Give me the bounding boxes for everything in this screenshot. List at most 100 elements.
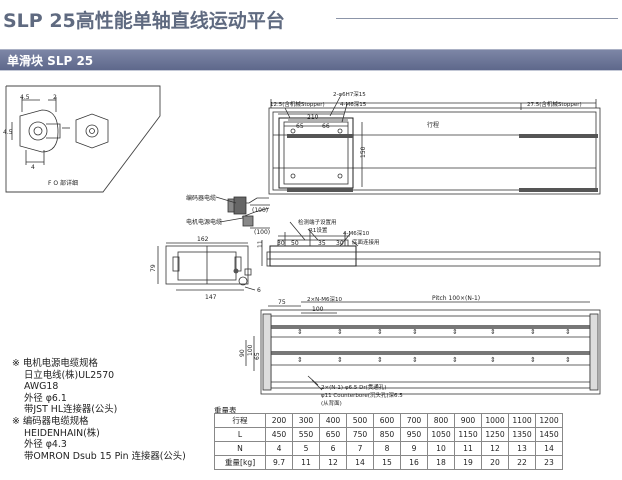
- dim-d: 4: [31, 164, 35, 171]
- svg-text:⇕: ⇕: [565, 356, 571, 364]
- table-cell: 1000: [481, 413, 509, 428]
- table-cell: 1250: [481, 427, 509, 442]
- motor-cable-title: ※ 电机电源电缆规格: [12, 358, 98, 369]
- stroke-label: 行程: [427, 121, 439, 129]
- encoder-cable-line: 带OMRON Dsub 15 Pin 连接器(公头): [24, 450, 186, 462]
- dim-a: 4.5: [20, 94, 30, 101]
- table-cell: 650: [319, 427, 347, 442]
- dim-30b: 30: [336, 240, 344, 247]
- dim-50: 50: [291, 240, 299, 247]
- holes-4-label: 4-M6深15: [340, 100, 367, 108]
- row-header: L: [214, 427, 266, 442]
- svg-text:⇕: ⇕: [452, 356, 458, 364]
- svg-text:⇕: ⇕: [530, 328, 536, 336]
- motor-cable-line: 带JST HL连接器(公头): [24, 404, 118, 416]
- motor-cable-line: AWG18: [24, 381, 59, 393]
- fix-label: 底面连接用: [352, 238, 380, 246]
- table-cell: 9: [400, 441, 428, 456]
- table-cell: 400: [319, 413, 347, 428]
- svg-text:⇕: ⇕: [530, 356, 536, 364]
- svg-text:⇕: ⇕: [297, 356, 303, 364]
- table-cell: 23: [535, 455, 563, 470]
- encoder-cable-title: ※ 编码器电缆规格: [12, 415, 89, 427]
- svg-text:⇕: ⇕: [490, 328, 496, 336]
- dim-147: 147: [205, 294, 217, 301]
- dim-c: 4.5: [3, 129, 13, 136]
- dim-100b: (100): [254, 229, 270, 236]
- table-cell: 1350: [508, 427, 536, 442]
- table-cell: 11: [292, 455, 320, 470]
- table-cell: 1150: [454, 427, 482, 442]
- base-hole-markers: ⇕ ⇕ ⇕ ⇕ ⇕ ⇕ ⇕ ⇕ ⇕ ⇕ ⇕ ⇕ ⇕ ⇕ ⇕ ⇕: [297, 328, 571, 364]
- section-underline: [0, 70, 622, 71]
- table-cell: 600: [373, 413, 401, 428]
- r1-label: R1设置: [309, 226, 328, 234]
- encoder-cable-line: HEIDENHAIN(株): [24, 427, 100, 439]
- row-header: N: [214, 441, 266, 456]
- table-cell: 850: [373, 427, 401, 442]
- table-cell: 550: [292, 427, 320, 442]
- dim-11: 11: [257, 240, 264, 248]
- svg-text:⇕: ⇕: [337, 356, 343, 364]
- section-header-bar: 单滑块 SLP 25: [0, 49, 622, 70]
- motor-cable-line: 外径 φ6.1: [24, 392, 67, 404]
- holes-2-label: 2-φ6H7深15: [333, 90, 366, 98]
- table-cell: 11: [454, 441, 482, 456]
- dim-30: 30: [277, 240, 285, 247]
- weight-table-title: 重量表: [214, 406, 237, 415]
- table-cell: 6: [319, 441, 347, 456]
- table-cell: 1050: [427, 427, 455, 442]
- detail-view: [5, 85, 161, 193]
- table-cell: 5: [292, 441, 320, 456]
- table-cell: 1200: [535, 413, 563, 428]
- table-cell: 450: [265, 427, 293, 442]
- dim-6: 6: [257, 287, 261, 294]
- table-cell: 12: [481, 441, 509, 456]
- encoder-cable-line: 外径 φ4.3: [24, 439, 67, 451]
- table-cell: 7: [346, 441, 374, 456]
- row-header: 重量[kg]: [214, 455, 266, 470]
- svg-text:⇕: ⇕: [412, 328, 418, 336]
- hole-note-1: 2×(N-1)-φ6.5 Dr(贯通孔): [321, 383, 386, 391]
- dim-65: 65: [296, 123, 304, 130]
- table-cell: 22: [508, 455, 536, 470]
- dim-100a: (100): [252, 207, 268, 214]
- motor-cable-label: 电机电源电缆: [186, 218, 222, 226]
- dim-65v: 65: [254, 352, 261, 360]
- table-cell: 200: [265, 413, 293, 428]
- stopper-right-label: 27.5(含机械Stopper): [527, 100, 582, 108]
- dim-210: 210: [307, 114, 319, 121]
- dim-100: 100: [312, 306, 324, 313]
- encoder-cable-label: 编码器电缆: [186, 194, 216, 202]
- stopper-left-label: 12.5(含机械Stopper): [270, 100, 325, 108]
- dim-150: 150: [360, 146, 367, 158]
- svg-text:⇕: ⇕: [377, 328, 383, 336]
- svg-text:⇕: ⇕: [412, 356, 418, 364]
- motor-cable-line: 日立电线(株)UL2570: [24, 369, 115, 381]
- cable-spec-notes: ※ 电机电源电缆规格 日立电线(株)UL2570 AWG18 外径 φ6.1 带…: [12, 358, 186, 462]
- base-view: [245, 301, 601, 395]
- table-cell: 500: [346, 413, 374, 428]
- svg-text:⇕: ⇕: [377, 356, 383, 364]
- table-cell: 19: [454, 455, 482, 470]
- table-cell: 700: [400, 413, 428, 428]
- table-cell: 900: [454, 413, 482, 428]
- table-cell: 14: [535, 441, 563, 456]
- svg-text:⇕: ⇕: [297, 328, 303, 336]
- dim-90v: 90: [239, 349, 246, 357]
- row-header: 行程: [214, 413, 266, 428]
- table-cell: 16: [400, 455, 428, 470]
- end-view: [157, 242, 256, 291]
- hole-note-2: φ11 Counterbore(沉头孔)深6.5: [321, 391, 403, 399]
- dim-b: 2: [53, 94, 57, 101]
- top-view: [215, 96, 601, 229]
- page-title: SLP 25高性能单轴直线运动平台: [3, 10, 285, 32]
- table-cell: 13: [508, 441, 536, 456]
- title-rule: [336, 18, 618, 19]
- side-view: [261, 221, 601, 267]
